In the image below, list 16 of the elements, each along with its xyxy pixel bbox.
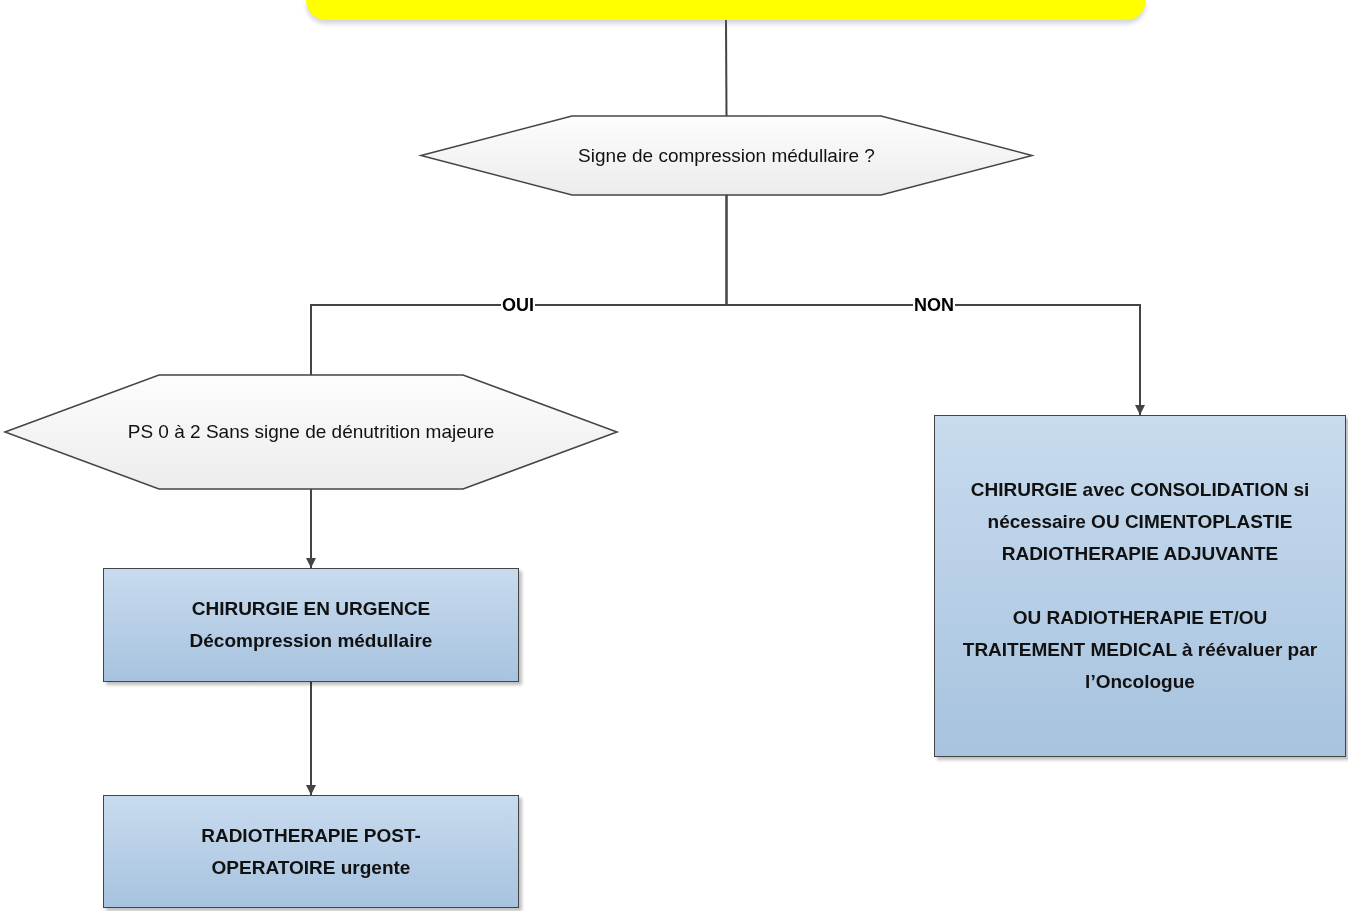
decision-hexagon [5, 375, 617, 489]
box-text: OU RADIOTHERAPIE ET/OU TRAITEMENT MEDICAL à réévaluer par l’Oncologue [961, 606, 1319, 694]
decision-text: Signe de compression médullaire ? [578, 143, 875, 168]
decision-hexagon [421, 116, 1032, 195]
box-text: RADIOTHERAPIE POST-OPERATOIRE urgente [200, 823, 422, 880]
process-box [103, 568, 519, 682]
banner-box [306, 0, 1146, 20]
process-box [103, 795, 519, 908]
connector-line [725, 19, 728, 117]
arrow [306, 488, 316, 569]
arrow [306, 681, 316, 796]
box-text: CHIRURGIE EN URGENCE Décompression médullaire [188, 597, 434, 653]
process-box [934, 415, 1346, 757]
decision-text: PS 0 à 2 Sans signe de dénutrition majeure [127, 420, 495, 444]
arrow [725, 194, 1145, 416]
box-text: CHIRURGIE avec CONSOLIDATION si nécessaire OU CIMENTOPLASTIE RADIOTHERAPIE ADJUVANTE [969, 478, 1311, 566]
